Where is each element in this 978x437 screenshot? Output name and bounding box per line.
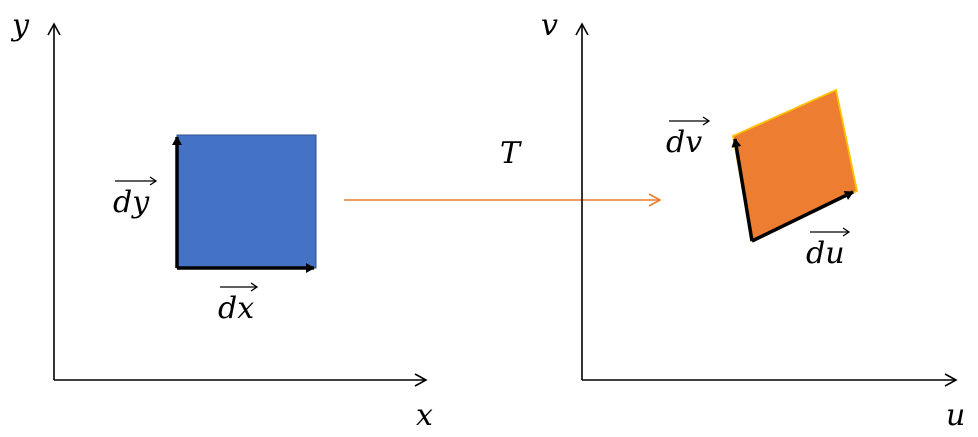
v-axis-label: v <box>541 8 558 43</box>
du-label: du <box>806 227 851 271</box>
right-plot: u v du dv <box>541 8 965 433</box>
du-label-text: du <box>806 236 845 271</box>
blue-square <box>176 134 317 269</box>
dx-overarrow-head <box>250 282 259 292</box>
dv-vector <box>731 138 754 242</box>
du-overarrow-head <box>842 227 851 237</box>
dy-overarrow-head <box>149 176 158 186</box>
du-vector <box>751 190 854 243</box>
dv-label: dv <box>666 116 711 160</box>
y-axis-label: y <box>10 8 30 43</box>
dv-label-text: dv <box>666 125 702 160</box>
dv-overarrow-head <box>702 116 711 126</box>
dx-label-text: dx <box>218 291 254 326</box>
dx-label: dx <box>218 282 259 326</box>
dy-label: dy <box>113 176 158 220</box>
dy-label-text: dy <box>113 185 150 220</box>
left-plot: x y dx dy <box>10 8 433 433</box>
transform-label: T <box>500 136 522 171</box>
u-axis-label: u <box>946 398 965 433</box>
x-axis-label: x <box>416 398 433 433</box>
transform-arrow-group: T <box>344 136 662 207</box>
